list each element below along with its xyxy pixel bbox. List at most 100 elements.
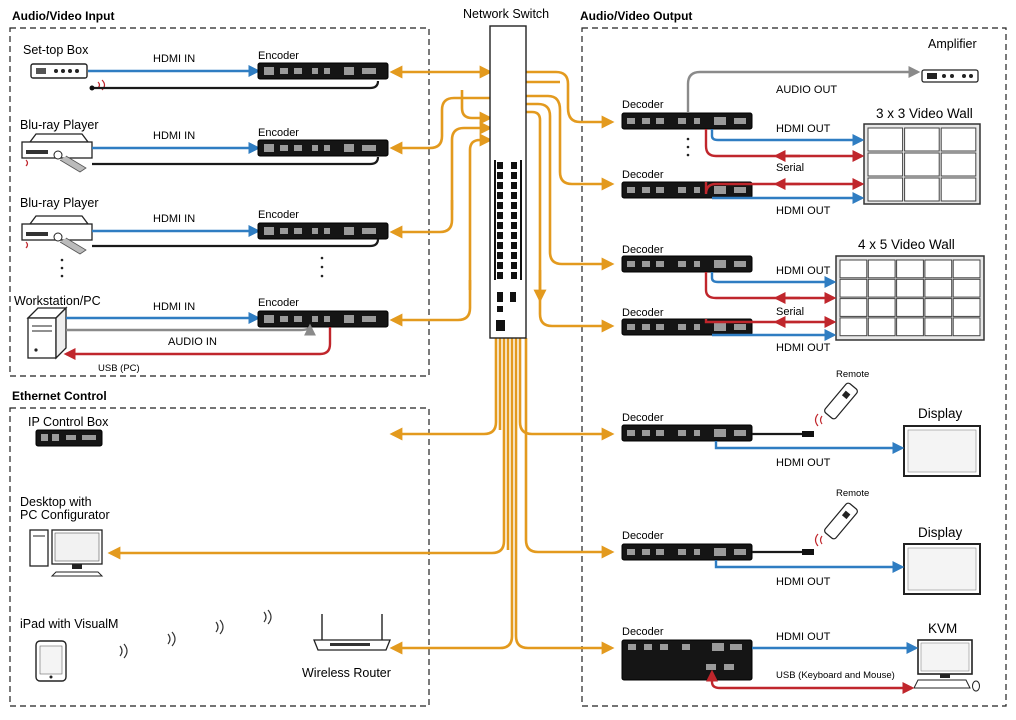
switch-port xyxy=(497,252,503,259)
video-wall-screen xyxy=(952,298,981,317)
switch-port xyxy=(511,252,517,259)
decoder-6 xyxy=(621,543,753,561)
encoder-4 xyxy=(257,310,389,328)
usb-pc-line xyxy=(63,327,332,360)
blu-ray-player-icon xyxy=(21,215,93,255)
hdmi-out-label-3: HDMI OUT xyxy=(776,265,831,277)
decoder-label-4: Decoder xyxy=(622,307,664,319)
serial-line-1a xyxy=(704,129,865,162)
video-wall-screen xyxy=(924,317,953,337)
audio-in-label: AUDIO IN xyxy=(168,336,217,348)
serial-label-2: Serial xyxy=(776,306,804,318)
hdmi-out-label-2: HDMI OUT xyxy=(776,205,831,217)
network-switch xyxy=(489,25,527,339)
input-device-label-1: Set-top Box xyxy=(23,43,89,57)
desktop-label-line2: PC Configurator xyxy=(20,508,110,522)
encoder-label-4: Encoder xyxy=(258,297,299,309)
remote-control-icon xyxy=(814,502,858,547)
video-wall-screen xyxy=(839,259,868,279)
video-wall-screen xyxy=(924,259,953,279)
video-wall-screen xyxy=(896,278,924,298)
video-wall-screen xyxy=(867,317,896,337)
input-device-label-4: Workstation/PC xyxy=(14,294,101,308)
hdmi-out-label-6: HDMI OUT xyxy=(776,576,831,588)
decoder-5 xyxy=(621,424,753,442)
video-wall-screen xyxy=(952,317,981,337)
input-device-label-2: Blu-ray Player xyxy=(20,118,99,132)
switch-port xyxy=(511,212,517,219)
video-wall-3x3-label: 3 x 3 Video Wall xyxy=(876,106,973,121)
encoder-2 xyxy=(257,139,389,157)
switch-title: Network Switch xyxy=(463,7,549,21)
usb-kvm-line xyxy=(706,669,915,694)
input-section-title: Audio/Video Input xyxy=(12,9,114,23)
switch-port xyxy=(511,272,517,279)
ip-control-box-label: IP Control Box xyxy=(28,415,109,429)
net-decoder-6 xyxy=(524,338,615,559)
hdmi-in-label-2: HDMI IN xyxy=(153,130,195,142)
audio-out-label: AUDIO OUT xyxy=(776,84,837,96)
video-wall-screen xyxy=(904,127,940,152)
video-wall-screen xyxy=(940,177,977,202)
switch-port xyxy=(497,232,503,239)
switch-port xyxy=(497,192,503,199)
decoder-label-5: Decoder xyxy=(622,412,664,424)
video-wall-screen xyxy=(924,278,953,298)
net-encoder-2 xyxy=(389,96,490,155)
switch-ports xyxy=(494,160,522,280)
decoder-1 xyxy=(621,112,753,130)
display-icon xyxy=(903,543,981,595)
hdmi-out-line-6 xyxy=(714,560,905,573)
switch-port xyxy=(497,202,503,209)
wireless-router-icon xyxy=(313,614,391,651)
video-wall-screen xyxy=(952,259,981,279)
remote-label-1: Remote xyxy=(836,369,869,380)
switch-port xyxy=(511,192,517,199)
hdmi-out-label-1: HDMI OUT xyxy=(776,123,831,135)
decoder-label-7: Decoder xyxy=(622,626,664,638)
display-icon xyxy=(903,425,981,477)
remote-control-icon xyxy=(814,382,858,427)
switch-port xyxy=(511,182,517,189)
serial-line-2a xyxy=(704,272,837,304)
ipad-icon xyxy=(35,640,67,682)
decoder-label-1: Decoder xyxy=(622,99,664,111)
encoder-label-1: Encoder xyxy=(258,50,299,62)
usb-kvm-label: USB (Keyboard and Mouse) xyxy=(776,670,895,681)
net-decoder-2 xyxy=(526,94,615,191)
net-decoder-7 xyxy=(514,338,615,655)
switch-port xyxy=(497,172,503,179)
decoder-7 xyxy=(621,639,753,681)
hdmi-out-label-5: HDMI OUT xyxy=(776,457,831,469)
remote-label-2: Remote xyxy=(836,488,869,499)
switch-port xyxy=(497,182,503,189)
ip-control-box-icon xyxy=(35,429,103,447)
decoder-3 xyxy=(621,255,753,273)
switch-port xyxy=(511,222,517,229)
switch-port xyxy=(511,162,517,169)
encoder-label-3: Encoder xyxy=(258,209,299,221)
desktop-computer-icon xyxy=(29,529,104,577)
more-inputs-dots xyxy=(60,256,324,278)
video-wall-screen xyxy=(867,298,896,317)
switch-port xyxy=(497,272,503,279)
usb-pc-label: USB (PC) xyxy=(98,363,140,374)
hdmi-in-label-3: HDMI IN xyxy=(153,213,195,225)
video-wall-screen xyxy=(867,259,896,279)
video-wall-screen xyxy=(867,177,904,202)
ir-cable-1 xyxy=(92,80,380,90)
hdmi-out-line-5 xyxy=(714,441,905,454)
audio-video-output-box xyxy=(581,27,1007,707)
network-lines xyxy=(107,65,615,655)
kvm-label: KVM xyxy=(928,621,957,636)
video-wall-screen xyxy=(940,152,977,177)
input-device-label-3: Blu-ray Player xyxy=(20,196,99,210)
video-wall-3x3 xyxy=(863,123,981,205)
more-decoders-dots xyxy=(686,137,690,157)
net-encoder-4 xyxy=(389,280,472,327)
net-ip-control-box xyxy=(389,338,498,441)
video-wall-4x5-label: 4 x 5 Video Wall xyxy=(858,237,955,252)
switch-port xyxy=(497,242,503,249)
switch-port xyxy=(511,172,517,179)
